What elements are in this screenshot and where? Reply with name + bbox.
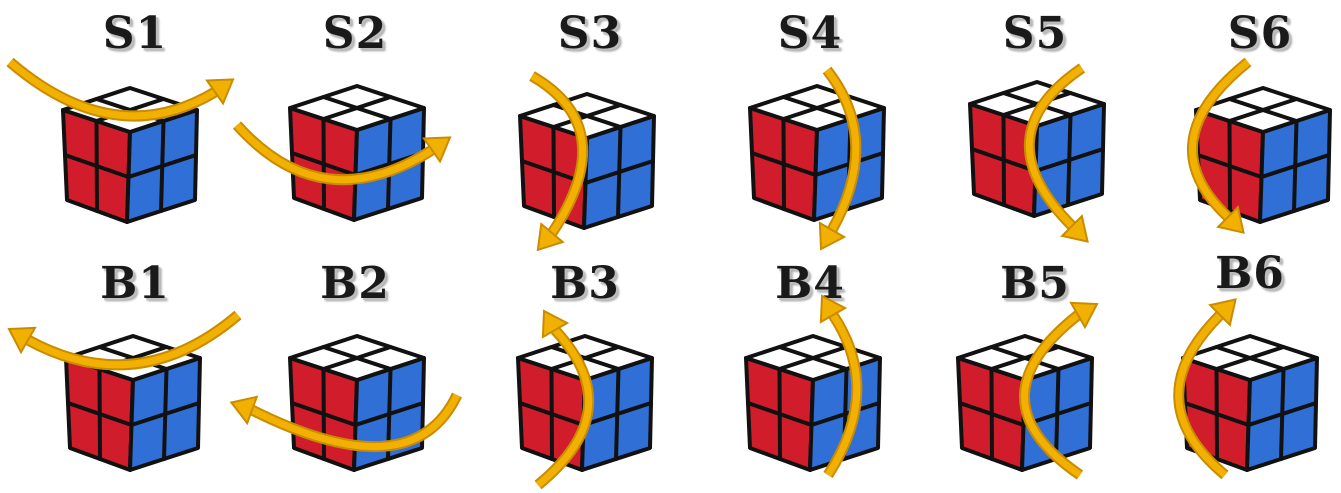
move-label-s1: S1 [55,12,215,56]
move-label-b4: B4 [730,262,890,306]
move-label-b6: B6 [1170,252,1330,296]
move-label-s5: S5 [955,12,1115,56]
cube-b1 [58,330,208,475]
cube-s1 [55,82,205,227]
move-label-s6: S6 [1180,12,1340,56]
move-label-b3: B3 [505,262,665,306]
cube-b5 [950,330,1100,475]
cube-s5 [962,76,1112,221]
cube-s3 [512,88,662,233]
move-label-b5: B5 [955,262,1115,306]
cube-s4 [742,80,892,225]
move-label-s4: S4 [730,12,890,56]
cube-b3 [510,330,660,475]
cube-b2 [282,330,432,475]
cube-s6 [1188,82,1338,227]
move-label-b2: B2 [275,262,435,306]
cube-s2 [282,80,432,225]
cube-b6 [1175,330,1325,475]
move-label-b1: B1 [55,262,215,306]
move-label-s3: S3 [510,12,670,56]
cube-b4 [738,330,888,475]
move-label-s2: S2 [275,12,435,56]
